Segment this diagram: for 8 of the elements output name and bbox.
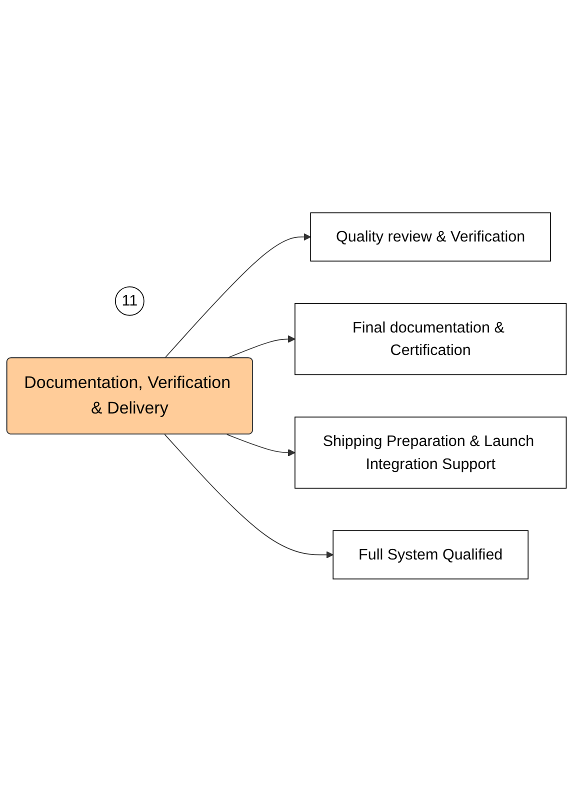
node-box: Shipping Preparation & Launch Integration Support [294, 416, 567, 488]
arrow [164, 434, 334, 558]
node-box: Full System Qualified [332, 530, 529, 579]
arrow [164, 232, 311, 358]
node-box: Final documentation & Certification [294, 302, 567, 375]
arrow [226, 434, 296, 456]
node-circle: 11 [115, 286, 144, 316]
node-box: Quality review & Verification [310, 212, 551, 262]
